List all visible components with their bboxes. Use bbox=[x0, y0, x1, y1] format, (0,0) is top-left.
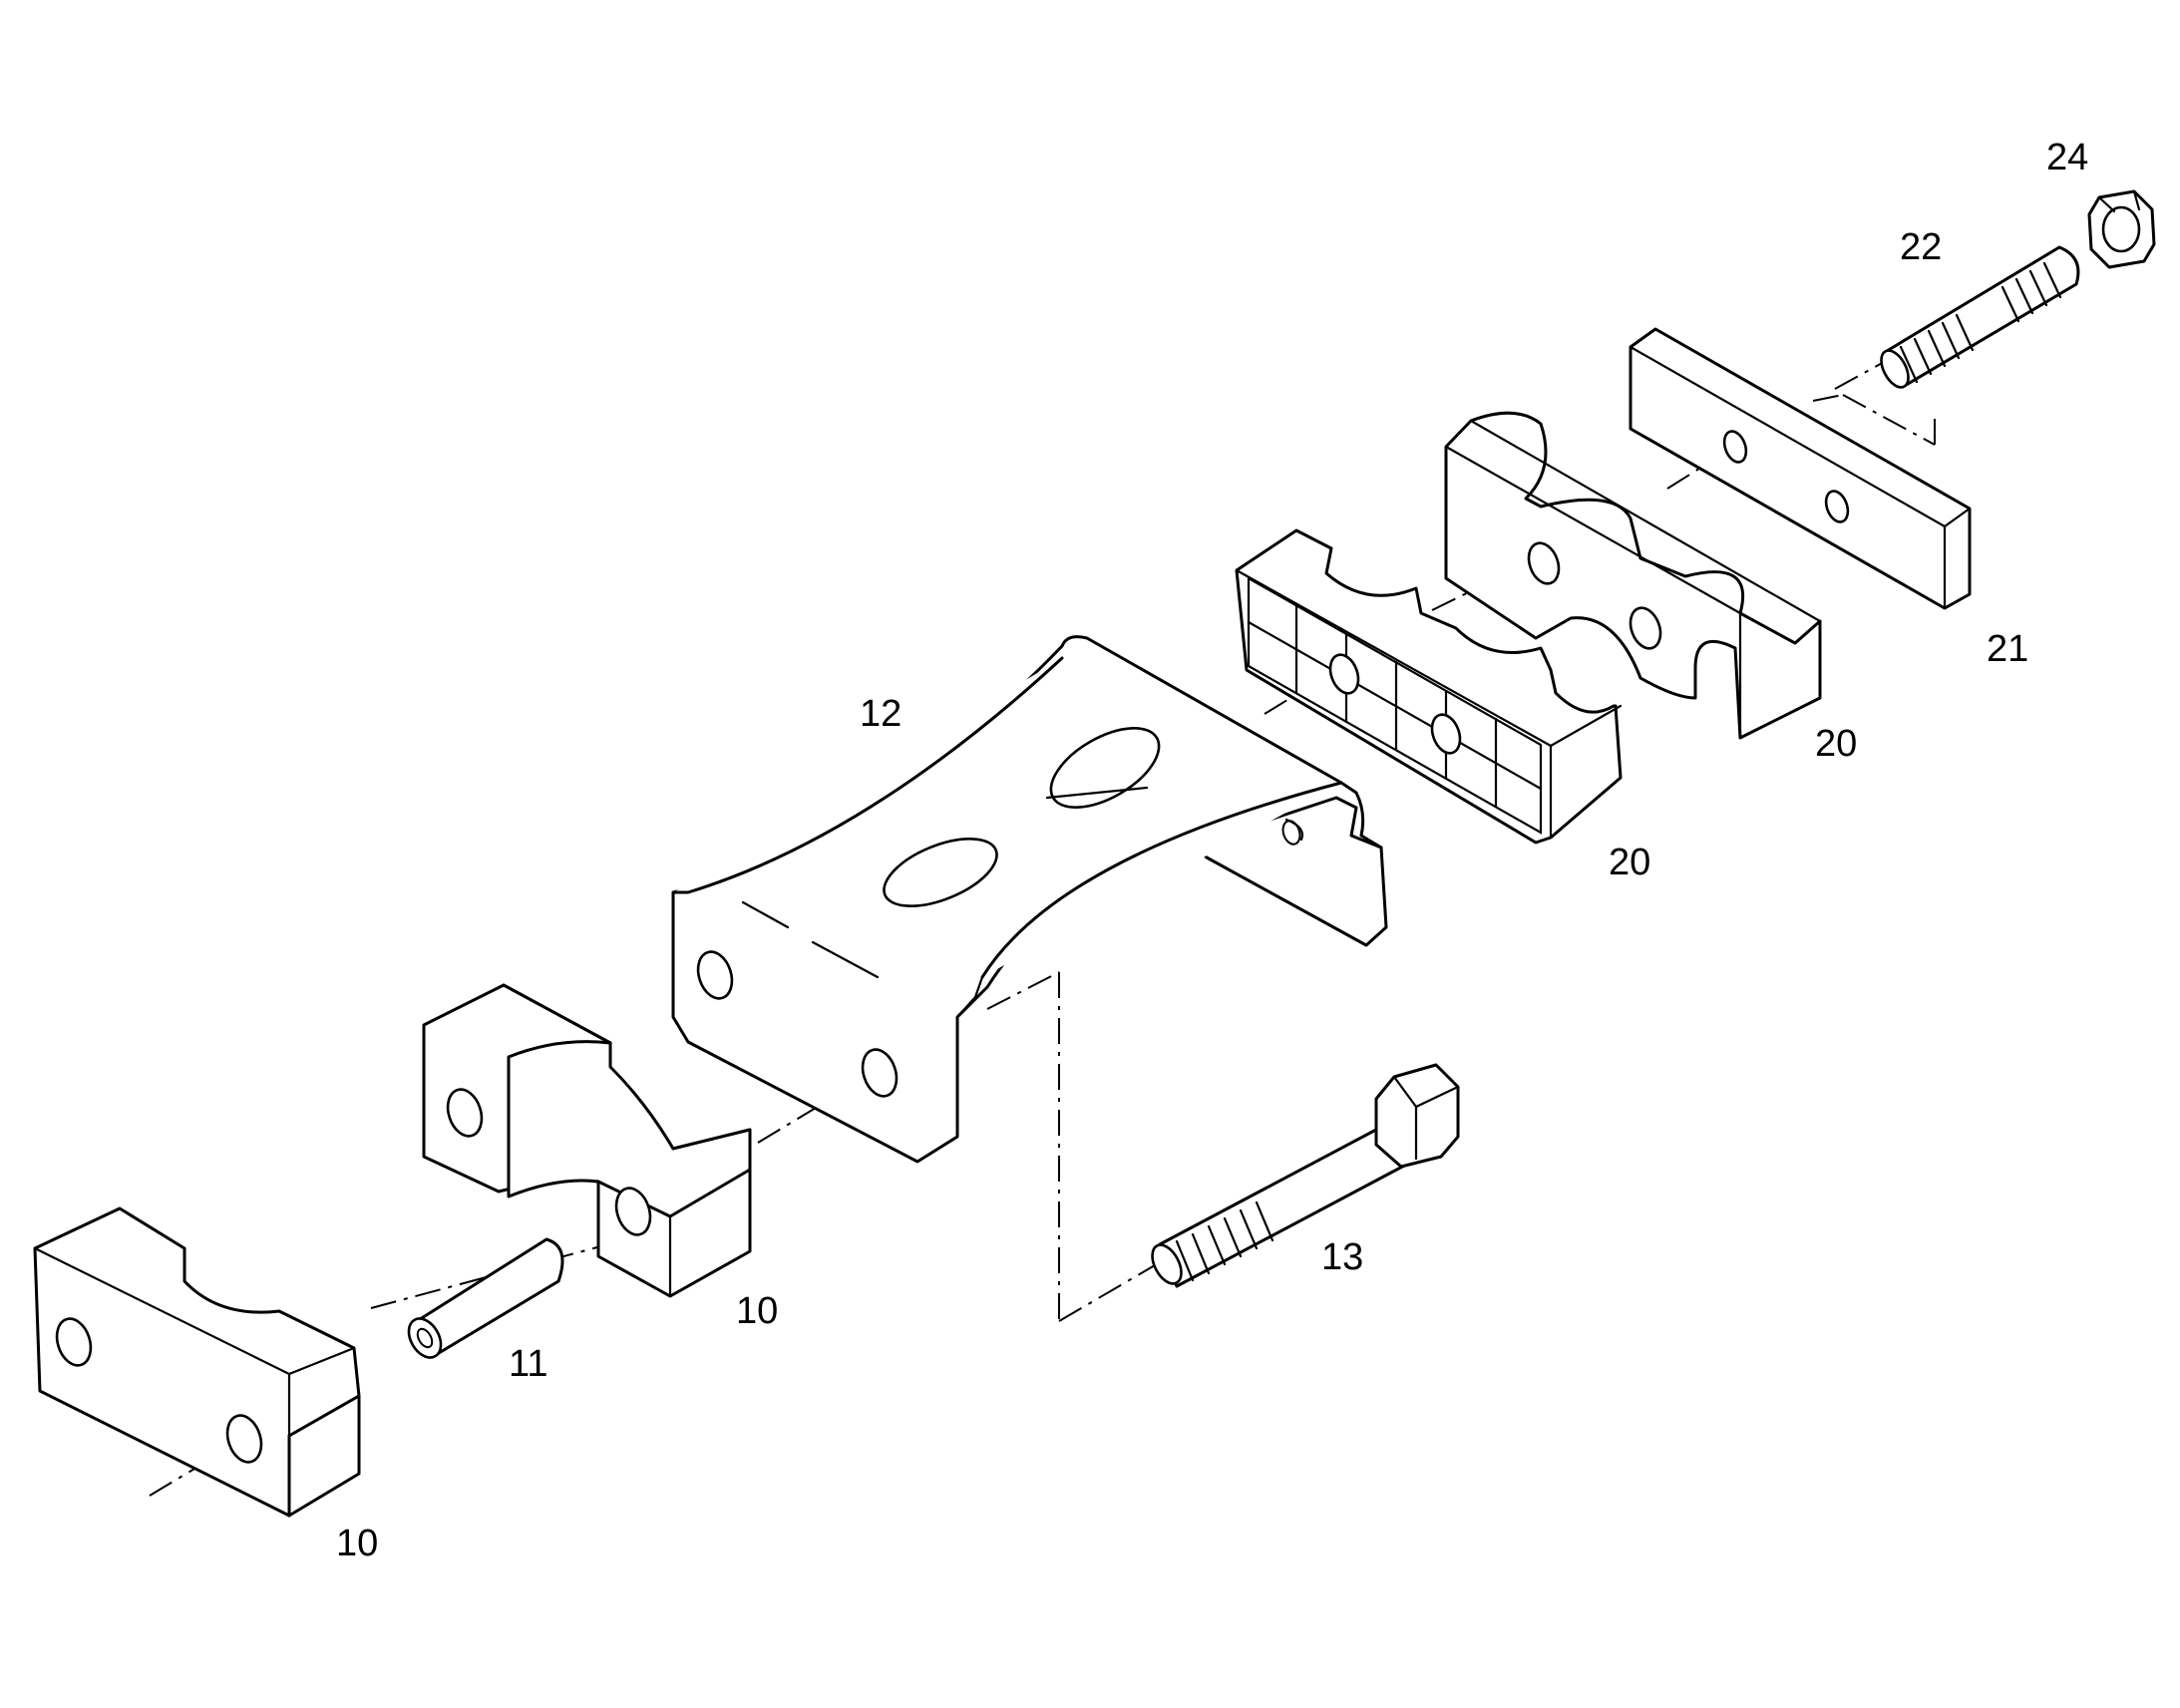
part-10-lower-clamp-half bbox=[33, 1206, 361, 1518]
part-22-threaded-stud bbox=[1880, 245, 2080, 389]
part-20-upper-rail bbox=[1444, 411, 1822, 740]
part-22-stud-tip bbox=[1880, 349, 1910, 389]
part-20-lower-hole-b bbox=[1430, 713, 1462, 755]
callout-21: 21 bbox=[1987, 628, 2028, 670]
part-13-bolt-tip bbox=[1151, 1243, 1183, 1285]
part-24-nut-bore bbox=[2101, 205, 2141, 253]
callout-20-lower: 20 bbox=[1609, 842, 1650, 883]
part-13-hex-bolt bbox=[1151, 1063, 1460, 1288]
center-line-stud-offset-b bbox=[1842, 394, 1936, 446]
part-12-bracket bbox=[671, 635, 1388, 1164]
callout-13: 13 bbox=[1321, 1236, 1363, 1278]
callout-10-upper: 10 bbox=[736, 1290, 778, 1332]
part-11-sleeve-end bbox=[407, 1317, 443, 1359]
part-11-sleeve bbox=[407, 1237, 564, 1359]
center-line-sleeve-to-clamp bbox=[370, 1243, 609, 1309]
center-line-stud-offset bbox=[1812, 394, 1844, 402]
callout-12: 12 bbox=[860, 693, 902, 735]
part-21-hole-a bbox=[1722, 430, 1748, 464]
part-10-lower-hole-a bbox=[55, 1317, 93, 1367]
part-12-side-hole-a bbox=[696, 950, 734, 1000]
callout-labels: 24 22 21 20 20 12 13 10 11 10 bbox=[336, 137, 2088, 1564]
center-line-to-bolt bbox=[1058, 1257, 1168, 1322]
center-line-bracket-vertical bbox=[986, 971, 1060, 1010]
callout-24: 24 bbox=[2046, 137, 2088, 178]
part-10-upper-hole-a bbox=[446, 1088, 484, 1138]
part-20-lower-hole-a bbox=[1328, 653, 1360, 695]
callout-11: 11 bbox=[509, 1343, 547, 1385]
callout-10-lower: 10 bbox=[336, 1523, 378, 1564]
part-12-top-hole-a bbox=[883, 838, 998, 907]
callout-20-upper: 20 bbox=[1815, 723, 1857, 765]
part-24-hex-nut bbox=[2087, 189, 2156, 269]
part-21-hole-b bbox=[1824, 490, 1850, 523]
part-20-upper-hole-a bbox=[1527, 541, 1561, 585]
part-20-lower-rail bbox=[1235, 528, 1623, 845]
part-21-cover-plate bbox=[1629, 327, 1972, 610]
part-10-upper-clamp-half bbox=[422, 983, 752, 1298]
part-12-side-hole-b bbox=[861, 1048, 899, 1098]
callout-22: 22 bbox=[1900, 226, 1942, 268]
part-10-upper-hole-b bbox=[614, 1187, 652, 1236]
part-20-upper-hole-b bbox=[1629, 606, 1662, 650]
part-10-lower-hole-b bbox=[225, 1414, 263, 1464]
